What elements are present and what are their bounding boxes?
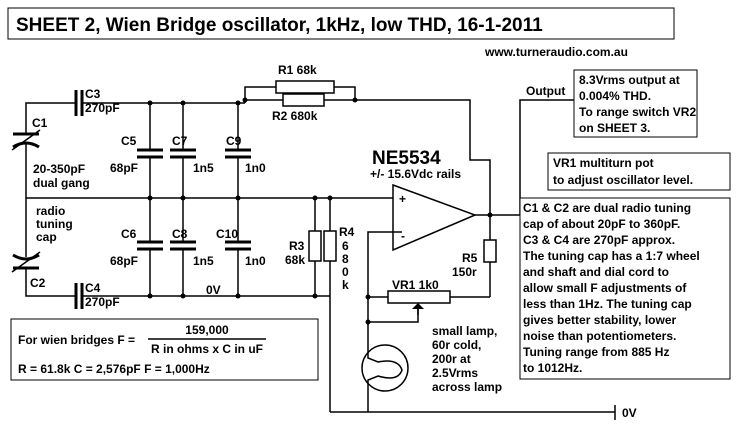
svg-text:allow small F adjustments of: allow small F adjustments of bbox=[523, 281, 687, 295]
c1-type-label: dual gang bbox=[33, 176, 90, 190]
c3-value-label: 270pF bbox=[85, 101, 120, 115]
c10-label: C10 bbox=[216, 227, 238, 241]
radio-label-1: radio bbox=[36, 204, 65, 218]
opamp-minus-sign: - bbox=[401, 229, 405, 243]
variable-capacitor-c1 bbox=[11, 125, 41, 198]
tuning-cap-note-box: C1 & C2 are dual radio tuning cap of abo… bbox=[519, 197, 731, 380]
c6-label: C6 bbox=[121, 227, 137, 241]
c2-label: C2 bbox=[30, 276, 46, 290]
title-box bbox=[7, 7, 675, 40]
output-label: Output bbox=[526, 84, 565, 98]
potentiometer-vr1 bbox=[387, 290, 451, 315]
zero-volt-rail-label: 0V bbox=[622, 406, 637, 420]
c1-value-label: 20-350pF bbox=[33, 162, 85, 176]
svg-text:The tuning cap has a 1:7 wheel: The tuning cap has a 1:7 wheel bbox=[523, 249, 700, 263]
c4-value-label: 270pF bbox=[85, 295, 120, 309]
opamp-label: NE5534 bbox=[372, 148, 441, 169]
r3-label: R3 bbox=[289, 239, 305, 253]
capacitor-c6 bbox=[137, 240, 163, 251]
svg-text:on SHEET 3.: on SHEET 3. bbox=[579, 121, 650, 135]
capacitor-c9 bbox=[225, 148, 251, 159]
r4-digit-1: 6 bbox=[342, 239, 349, 253]
opamp-ne5534 bbox=[392, 183, 478, 252]
resistor-r1 bbox=[275, 80, 335, 94]
capacitor-c3 bbox=[74, 90, 84, 116]
variable-capacitor-c2 bbox=[11, 198, 41, 275]
title-text: SHEET 2, Wien Bridge oscillator, 1kHz, l… bbox=[16, 15, 543, 36]
r4-label: R4 bbox=[339, 225, 355, 239]
capacitor-c7 bbox=[170, 148, 196, 159]
svg-text:gives better stability, lower: gives better stability, lower bbox=[523, 313, 676, 327]
formula-numerator: 159,000 bbox=[185, 323, 229, 337]
svg-text:to 1012Hz.: to 1012Hz. bbox=[523, 361, 582, 375]
r4-digit-4: k bbox=[342, 278, 349, 292]
c3-label: C3 bbox=[85, 87, 101, 101]
capacitor-c10 bbox=[225, 240, 251, 251]
svg-text:less than 1Hz. The tuning cap: less than 1Hz. The tuning cap bbox=[523, 297, 692, 311]
svg-text:C1 & C2 are dual radio tuning: C1 & C2 are dual radio tuning bbox=[523, 201, 691, 215]
r5-value-label: 150r bbox=[452, 265, 477, 279]
website-text: www.turneraudio.com.au bbox=[484, 45, 628, 59]
c5-label: C5 bbox=[121, 134, 137, 148]
svg-text:cap of about 20pF to 360pF.: cap of about 20pF to 360pF. bbox=[523, 217, 680, 231]
rails-label: +/- 15.6Vdc rails bbox=[370, 167, 461, 181]
c10-value-label: 1n0 bbox=[245, 254, 266, 268]
c9-label: C9 bbox=[226, 134, 242, 148]
r1-label: R1 68k bbox=[278, 63, 317, 77]
svg-text:small lamp,: small lamp, bbox=[432, 324, 497, 338]
svg-text:60r cold,: 60r cold, bbox=[432, 338, 481, 352]
capacitor-c8 bbox=[170, 240, 196, 251]
svg-text:C3 & C4 are 270pF approx.: C3 & C4 are 270pF approx. bbox=[523, 233, 675, 247]
opamp-plus-sign: + bbox=[399, 192, 406, 206]
svg-text:200r at: 200r at bbox=[432, 352, 471, 366]
svg-text:8.3Vrms output at: 8.3Vrms output at bbox=[579, 73, 680, 87]
c7-value-label: 1n5 bbox=[193, 161, 214, 175]
c9-value-label: 1n0 bbox=[245, 161, 266, 175]
r2-label: R2 680k bbox=[272, 109, 318, 123]
c4-label: C4 bbox=[85, 281, 101, 295]
r3-value-label: 68k bbox=[285, 253, 305, 267]
formula-prefix: For wien bridges F = bbox=[18, 333, 135, 347]
resistor-r4 bbox=[323, 230, 337, 262]
resistor-r2 bbox=[282, 93, 325, 107]
vr1-note-box: VR1 multiturn pot to adjust oscillator l… bbox=[547, 152, 731, 191]
svg-text:2.5Vrms: 2.5Vrms bbox=[432, 366, 478, 380]
svg-text:noise than potentiometers.: noise than potentiometers. bbox=[523, 329, 676, 343]
r4-digit-2: 8 bbox=[342, 252, 349, 266]
svg-text:0.004% THD.: 0.004% THD. bbox=[579, 89, 651, 103]
resistor-r3 bbox=[308, 230, 322, 262]
zero-volt-label: 0V bbox=[206, 283, 221, 297]
capacitor-c4 bbox=[74, 283, 84, 309]
svg-text:Tuning range from 885 Hz: Tuning range from 885 Hz bbox=[523, 345, 669, 359]
resistor-r5 bbox=[483, 239, 497, 263]
c5-value-label: 68pF bbox=[110, 161, 138, 175]
svg-text:To range switch VR2: To range switch VR2 bbox=[579, 105, 696, 119]
formula-denominator: R in ohms x C in uF bbox=[151, 342, 263, 356]
formula-box: For wien bridges F = 159,000 R in ohms x… bbox=[10, 318, 319, 381]
svg-text:across lamp: across lamp bbox=[432, 380, 502, 394]
vr1-label: VR1 1k0 bbox=[392, 278, 439, 292]
formula-values: R = 61.8k C = 2,576pF F = 1,000Hz bbox=[18, 362, 210, 376]
lamp-symbol bbox=[361, 344, 409, 392]
r5-label: R5 bbox=[462, 251, 478, 265]
capacitor-c5 bbox=[137, 148, 163, 159]
c7-label: C7 bbox=[172, 134, 188, 148]
wiring bbox=[25, 86, 616, 420]
radio-label-3: cap bbox=[36, 230, 57, 244]
c8-value-label: 1n5 bbox=[193, 254, 214, 268]
radio-label-2: tuning bbox=[36, 217, 73, 231]
svg-text:VR1 multiturn pot: VR1 multiturn pot bbox=[553, 156, 654, 170]
c6-value-label: 68pF bbox=[110, 254, 138, 268]
output-note-box: 8.3Vrms output at 0.004% THD. To range s… bbox=[573, 69, 698, 138]
c1-label: C1 bbox=[32, 116, 48, 130]
r4-digit-3: 0 bbox=[342, 265, 349, 279]
svg-text:and shaft and dial cord to: and shaft and dial cord to bbox=[523, 265, 669, 279]
lamp-description: small lamp, 60r cold, 200r at 2.5Vrms ac… bbox=[432, 324, 502, 394]
svg-text:to adjust oscillator level.: to adjust oscillator level. bbox=[553, 173, 693, 187]
c8-label: C8 bbox=[172, 227, 188, 241]
